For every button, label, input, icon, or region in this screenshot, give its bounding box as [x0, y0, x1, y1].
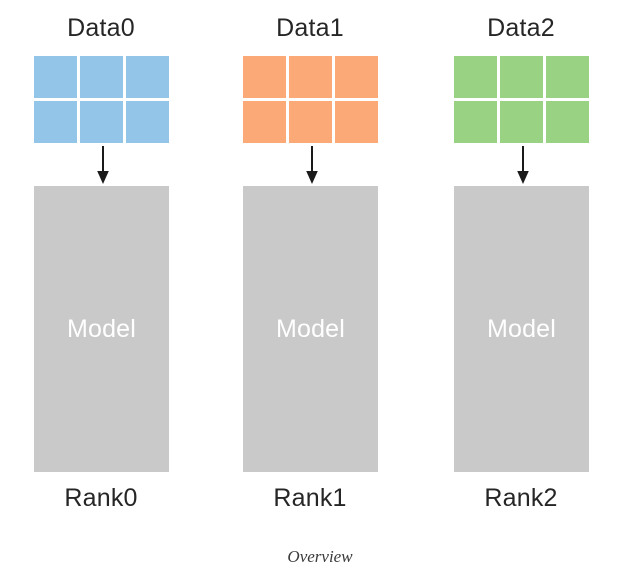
rank-label-1: Rank1 — [273, 484, 347, 512]
data-cell — [335, 56, 378, 98]
data-cell — [335, 101, 378, 143]
data-cell — [34, 101, 77, 143]
pipeline-column-2: Data2 Model Rank2 — [421, 0, 621, 530]
data-cell — [500, 101, 543, 143]
pipeline-column-1: Data1 Model Rank1 — [210, 0, 410, 530]
data-cell — [289, 56, 332, 98]
data-cell — [80, 56, 123, 98]
down-arrow-icon — [517, 146, 529, 184]
rank-label-2: Rank2 — [484, 484, 558, 512]
data-cell — [454, 56, 497, 98]
data-cell — [243, 101, 286, 143]
data-cell — [454, 101, 497, 143]
data-grid-0 — [34, 56, 169, 143]
data-cell — [126, 56, 169, 98]
model-box-0: Model — [34, 186, 169, 472]
model-label-0: Model — [66, 315, 137, 343]
rank-label-0: Rank0 — [64, 484, 138, 512]
data-grid-2 — [454, 56, 589, 143]
down-arrow-icon — [97, 146, 109, 184]
down-arrow-icon — [306, 146, 318, 184]
data-grid-1 — [243, 56, 378, 143]
pipeline-column-0: Data0 Model Rank0 — [1, 0, 201, 530]
model-box-2: Model — [454, 186, 589, 472]
data-cell — [80, 101, 123, 143]
data-cell — [243, 56, 286, 98]
data-label-0: Data0 — [67, 14, 135, 42]
data-cell — [126, 101, 169, 143]
figure-caption: Overview — [287, 547, 353, 566]
model-label-1: Model — [275, 315, 346, 343]
data-cell — [289, 101, 332, 143]
data-label-2: Data2 — [487, 14, 555, 42]
data-label-1: Data1 — [276, 14, 344, 42]
model-label-2: Model — [486, 315, 557, 343]
model-box-1: Model — [243, 186, 378, 472]
data-cell — [500, 56, 543, 98]
data-cell — [546, 56, 589, 98]
data-cell — [34, 56, 77, 98]
data-cell — [546, 101, 589, 143]
